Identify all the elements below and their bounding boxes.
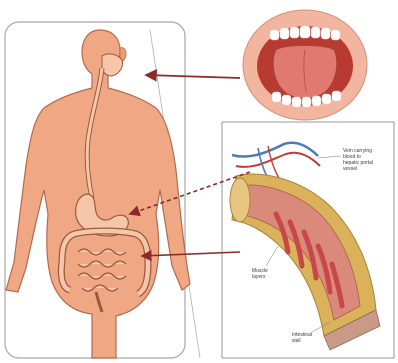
label-wall-line-2: wall: [292, 338, 301, 344]
mouth-illustration: [243, 10, 367, 120]
tube-opening: [230, 178, 250, 222]
label-vein-line-4: vessel: [343, 166, 357, 172]
label-muscle-line-2: layers: [252, 274, 266, 280]
